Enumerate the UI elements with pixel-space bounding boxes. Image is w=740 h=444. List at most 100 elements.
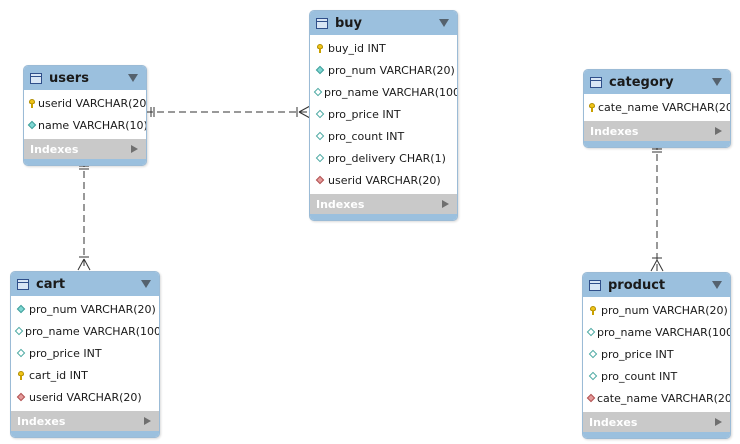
column-hollow-diamond-icon (586, 327, 596, 337)
column-label: pro_name VARCHAR(100) (597, 325, 731, 339)
column-label: cart_id INT (29, 368, 88, 382)
expand-arrow-icon[interactable] (715, 418, 722, 426)
table-header[interactable]: buy (310, 11, 457, 35)
expand-arrow-icon[interactable] (144, 417, 151, 425)
relationship-users-cart[interactable] (77, 160, 91, 271)
column-label: name VARCHAR(10) (38, 118, 147, 132)
column-row[interactable]: buy_id INT (310, 37, 457, 59)
table-buy[interactable]: buy buy_id INT pro_num VARCHAR(20) pro_nam… (309, 10, 458, 221)
table-product[interactable]: product pro_num VARCHAR(20) pro_name VARC… (582, 272, 731, 439)
table-header[interactable]: cart (11, 272, 159, 296)
table-cart[interactable]: cart pro_num VARCHAR(20) pro_name VARCHAR… (10, 271, 160, 438)
column-label: userid VARCHAR(20) (38, 96, 147, 110)
column-hollow-diamond-icon (313, 87, 323, 97)
column-label: pro_count INT (328, 129, 405, 143)
column-hollow-diamond-icon (588, 371, 598, 381)
column-row[interactable]: pro_price INT (11, 342, 159, 364)
table-title: users (49, 70, 89, 86)
relationship-category-product[interactable] (650, 143, 664, 272)
column-row[interactable]: pro_name VARCHAR(100) (583, 321, 730, 343)
column-row[interactable]: pro_num VARCHAR(20) (310, 59, 457, 81)
foreign-key-icon (16, 392, 26, 402)
table-category[interactable]: category cate_name VARCHAR(20) Indexes (583, 69, 731, 148)
column-hollow-diamond-icon (14, 326, 24, 336)
table-icon (316, 17, 328, 29)
primary-key-icon (29, 98, 35, 108)
column-list: pro_num VARCHAR(20) pro_name VARCHAR(100)… (583, 297, 730, 412)
dropdown-arrow-icon[interactable] (712, 281, 722, 289)
column-label: pro_price INT (601, 347, 674, 361)
column-row[interactable]: name VARCHAR(10) (24, 114, 146, 136)
column-row[interactable]: cate_name VARCHAR(20) (584, 96, 730, 118)
column-filled-diamond-icon (315, 65, 325, 75)
column-row[interactable]: userid VARCHAR(20) (310, 169, 457, 191)
column-hollow-diamond-icon (16, 348, 26, 358)
column-row[interactable]: pro_num VARCHAR(20) (583, 299, 730, 321)
column-row[interactable]: userid VARCHAR(20) (24, 92, 146, 114)
column-row[interactable]: pro_price INT (310, 103, 457, 125)
column-list: cate_name VARCHAR(20) (584, 94, 730, 121)
table-bottom-bar (310, 214, 457, 220)
column-label: pro_name VARCHAR(100) (324, 85, 458, 99)
column-row[interactable]: pro_name VARCHAR(100) (310, 81, 457, 103)
foreign-key-icon (315, 175, 325, 185)
indexes-label: Indexes (17, 414, 66, 428)
column-list: buy_id INT pro_num VARCHAR(20) pro_name VA… (310, 35, 457, 194)
column-filled-diamond-icon (16, 304, 26, 314)
table-title: category (609, 74, 674, 90)
column-row[interactable]: cart_id INT (11, 364, 159, 386)
column-row[interactable]: cate_name VARCHAR(20) (583, 387, 730, 409)
indexes-section[interactable]: Indexes (24, 139, 146, 159)
dropdown-arrow-icon[interactable] (439, 19, 449, 27)
dropdown-arrow-icon[interactable] (128, 74, 138, 82)
column-row[interactable]: pro_count INT (310, 125, 457, 147)
dropdown-arrow-icon[interactable] (141, 280, 151, 288)
expand-arrow-icon[interactable] (442, 200, 449, 208)
indexes-section[interactable]: Indexes (584, 121, 730, 141)
column-label: buy_id INT (328, 41, 386, 55)
table-header[interactable]: users (24, 66, 146, 90)
column-row[interactable]: pro_name VARCHAR(100) (11, 320, 159, 342)
column-hollow-diamond-icon (315, 131, 325, 141)
indexes-section[interactable]: Indexes (310, 194, 457, 214)
column-label: pro_num VARCHAR(20) (601, 303, 728, 317)
dropdown-arrow-icon[interactable] (712, 78, 722, 86)
column-row[interactable]: pro_delivery CHAR(1) (310, 147, 457, 169)
column-hollow-diamond-icon (315, 153, 325, 163)
column-row[interactable]: pro_price INT (583, 343, 730, 365)
indexes-label: Indexes (589, 415, 638, 429)
primary-key-icon (16, 370, 26, 380)
column-label: pro_name VARCHAR(100) (25, 324, 160, 338)
relationship-users-buy[interactable] (146, 105, 311, 119)
column-row[interactable]: pro_count INT (583, 365, 730, 387)
column-label: pro_num VARCHAR(20) (29, 302, 156, 316)
table-bottom-bar (24, 159, 146, 165)
table-title: cart (36, 276, 66, 292)
primary-key-icon (589, 102, 595, 112)
indexes-label: Indexes (590, 124, 639, 138)
table-bottom-bar (11, 431, 159, 437)
column-row[interactable]: pro_num VARCHAR(20) (11, 298, 159, 320)
table-bottom-bar (583, 432, 730, 438)
table-icon (30, 72, 42, 84)
primary-key-icon (315, 43, 325, 53)
table-users[interactable]: users userid VARCHAR(20) name VARCHAR(10)… (23, 65, 147, 166)
indexes-section[interactable]: Indexes (11, 411, 159, 431)
indexes-label: Indexes (30, 142, 79, 156)
column-hollow-diamond-icon (315, 109, 325, 119)
column-label: cate_name VARCHAR(20) (597, 391, 731, 405)
indexes-section[interactable]: Indexes (583, 412, 730, 432)
column-list: pro_num VARCHAR(20) pro_name VARCHAR(100)… (11, 296, 159, 411)
primary-key-icon (588, 305, 598, 315)
column-label: pro_count INT (601, 369, 678, 383)
column-row[interactable]: userid VARCHAR(20) (11, 386, 159, 408)
indexes-label: Indexes (316, 197, 365, 211)
expand-arrow-icon[interactable] (715, 127, 722, 135)
column-label: pro_delivery CHAR(1) (328, 151, 446, 165)
column-label: pro_num VARCHAR(20) (328, 63, 455, 77)
table-icon (589, 279, 601, 291)
expand-arrow-icon[interactable] (131, 145, 138, 153)
table-header[interactable]: product (583, 273, 730, 297)
table-title: buy (335, 15, 363, 31)
table-header[interactable]: category (584, 70, 730, 94)
